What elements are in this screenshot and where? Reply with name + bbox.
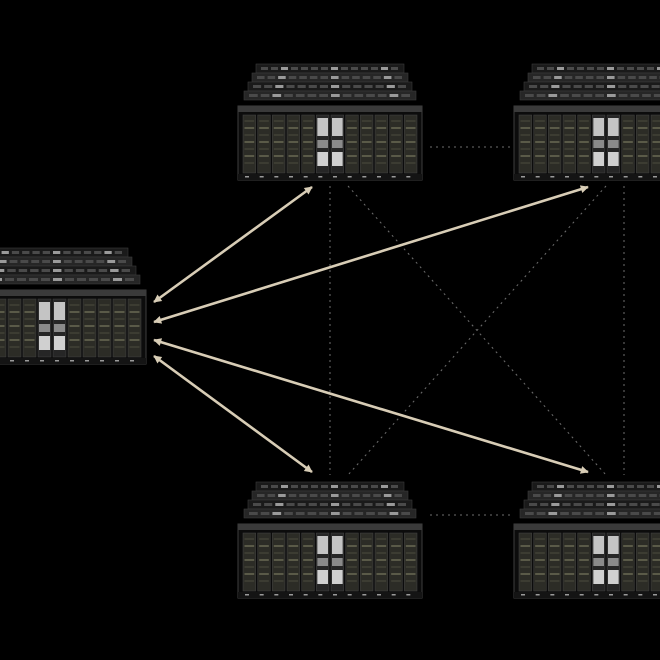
transfer-arrows	[153, 185, 589, 474]
gpu-server-icon	[0, 247, 147, 365]
server-top-right	[513, 63, 660, 181]
gpu-server-icon	[513, 63, 660, 181]
server-top-left	[237, 63, 423, 181]
gpu-server-icon	[513, 481, 660, 599]
mesh-link	[347, 185, 607, 476]
server-bottom-right	[513, 481, 660, 599]
server-bottom-left	[237, 481, 423, 599]
source-server	[0, 247, 147, 365]
gpu-server-icon	[237, 63, 423, 181]
gpu-server-icon	[237, 481, 423, 599]
server-nodes	[0, 63, 660, 599]
transfer-arrow-to-server-top-right	[153, 185, 589, 324]
transfer-arrow-to-server-bottom-right	[153, 338, 589, 474]
